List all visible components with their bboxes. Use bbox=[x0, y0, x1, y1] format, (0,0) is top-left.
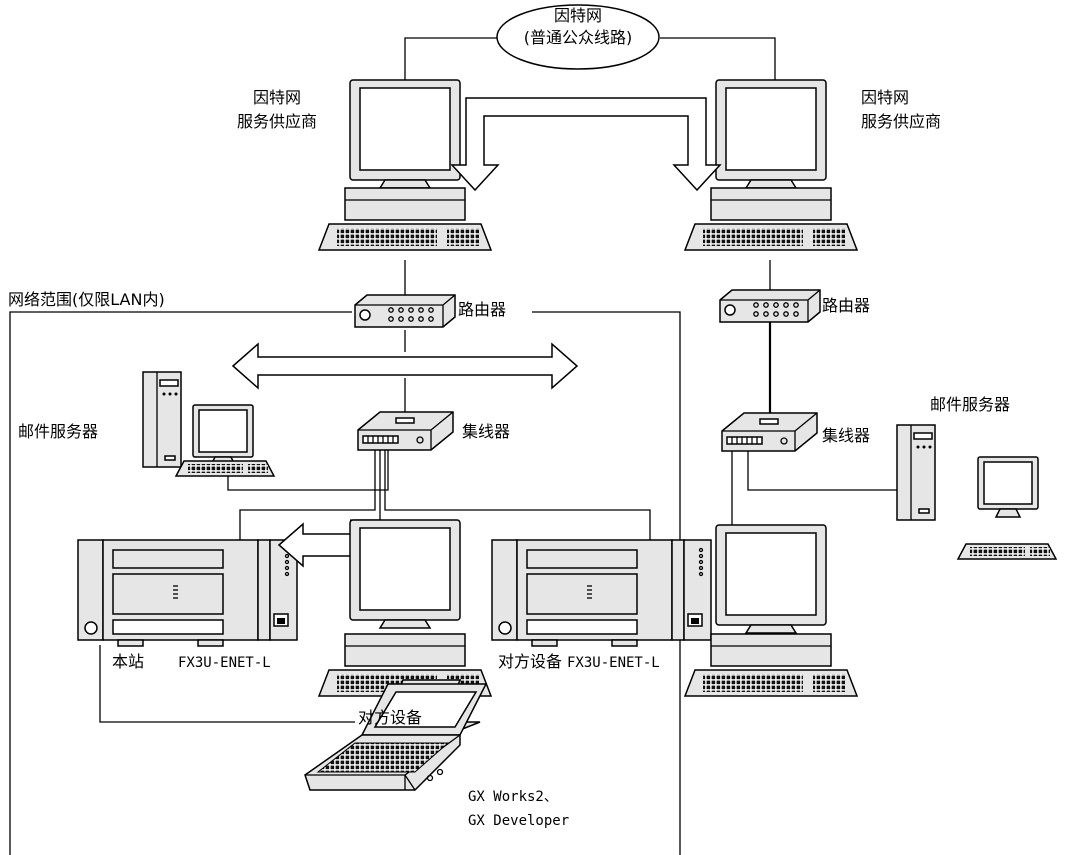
hub-left bbox=[357, 411, 454, 451]
mail-server-left-label: 邮件服务器 bbox=[18, 422, 99, 441]
software-label-2: GX Developer bbox=[468, 813, 570, 829]
router-left-label: 路由器 bbox=[458, 300, 507, 319]
mail-server-left bbox=[142, 371, 275, 477]
local-station-label: 本站 bbox=[112, 652, 145, 671]
software-label-1: GX Works2、 bbox=[468, 789, 558, 805]
flow-arrow bbox=[450, 97, 722, 192]
remote-pc-label: 对方设备 bbox=[358, 708, 423, 727]
internet-label-2: (普通公众线路) bbox=[523, 28, 633, 47]
lan-double-arrow bbox=[231, 342, 579, 390]
mail-server-right bbox=[896, 424, 1057, 560]
hub-right-label: 集线器 bbox=[822, 426, 871, 445]
isp-right-label-2: 服务供应商 bbox=[861, 112, 942, 131]
remote-model-label: FX3U-ENET-L bbox=[567, 655, 660, 671]
hub-right bbox=[721, 412, 818, 452]
isp-left-label-2: 服务供应商 bbox=[236, 112, 317, 131]
internet-cloud bbox=[496, 4, 660, 70]
internet-label-1: 因特网 bbox=[553, 6, 602, 25]
plc-local-station bbox=[77, 539, 298, 647]
laptop-device-visible bbox=[304, 683, 488, 791]
local-model-label: FX3U-ENET-L bbox=[178, 655, 271, 671]
network-scope-label: 网络范围(仅限LAN内) bbox=[8, 290, 165, 309]
isp-left-label-1: 因特网 bbox=[252, 88, 301, 107]
network-scope-border bbox=[9, 311, 681, 855]
isp-right-label-1: 因特网 bbox=[861, 88, 910, 107]
router-right bbox=[719, 289, 821, 323]
hub-left-label: 集线器 bbox=[462, 422, 511, 441]
router-left bbox=[354, 294, 456, 328]
router-right-label: 路由器 bbox=[822, 296, 871, 315]
remote-plc-label: 对方设备 bbox=[498, 652, 563, 671]
plc-remote bbox=[491, 539, 712, 647]
mail-server-right-label: 邮件服务器 bbox=[930, 395, 1011, 414]
